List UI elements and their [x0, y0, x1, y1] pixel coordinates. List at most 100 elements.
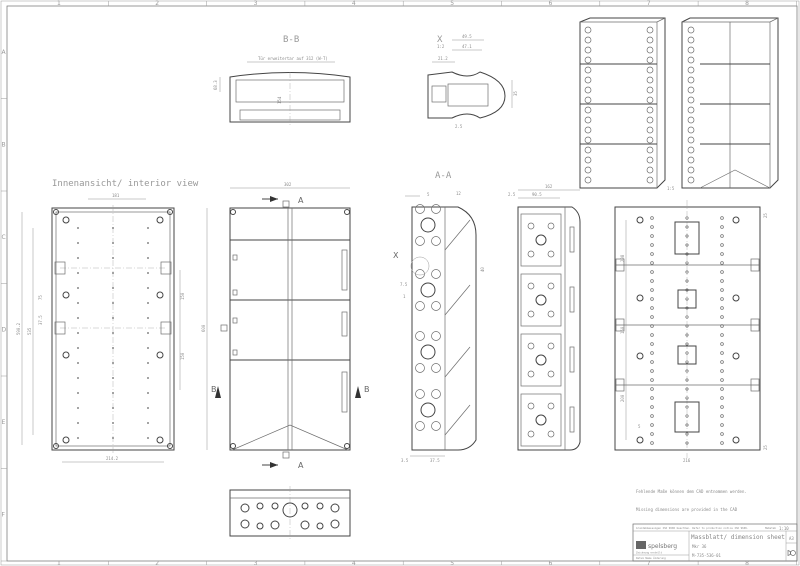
cable-entry — [687, 136, 695, 144]
mounting-hole — [650, 315, 654, 319]
cable-entry — [527, 402, 535, 410]
zone-column-label: 3 — [254, 560, 258, 566]
screw-boss — [636, 216, 644, 224]
cable-entry — [584, 136, 592, 144]
mounting-hole — [77, 242, 79, 244]
cable-entry — [584, 176, 592, 184]
mounting-hole — [720, 252, 724, 256]
iso-label: 1:5 — [667, 186, 675, 191]
cable-entry — [646, 36, 654, 44]
bracket — [750, 258, 760, 272]
bracket — [615, 258, 625, 272]
cable-entry — [646, 106, 654, 114]
zone-column-label: 4 — [352, 560, 356, 566]
zone-column-label: 5 — [450, 560, 454, 566]
zone-column-label: 1 — [57, 0, 61, 7]
cable-entry — [535, 294, 547, 306]
cable-entry — [301, 502, 309, 510]
mounting-hole — [650, 423, 654, 427]
cable-entry — [415, 389, 425, 399]
zone-column-label: 1 — [57, 560, 61, 566]
mounting-hole — [77, 332, 79, 334]
cable-entry — [527, 310, 535, 318]
cable-entry — [316, 502, 324, 510]
mounting-hole — [685, 387, 689, 391]
cut-marker-a-top: A — [298, 196, 304, 205]
dim-aa-d1: 5 — [427, 192, 430, 197]
interior-view-title: Innenansicht/ interior view — [52, 179, 199, 189]
cable-entry — [584, 26, 592, 34]
cable-entry — [687, 96, 695, 104]
mounting-hole — [650, 306, 654, 310]
cable-entry — [535, 354, 547, 366]
mounting-hole — [650, 234, 654, 238]
mounting-hole — [77, 377, 79, 379]
mounting-hole — [147, 392, 149, 394]
mounting-hole — [112, 287, 114, 289]
cable-entry — [330, 519, 340, 529]
dim-rear-d2: 150 — [620, 326, 625, 334]
mounting-hole — [685, 234, 689, 238]
mounting-hole — [650, 225, 654, 229]
detail-x-title: X — [437, 35, 443, 45]
mounting-hole — [685, 441, 689, 445]
cable-entry — [431, 421, 441, 431]
cable-entry — [584, 126, 592, 134]
mounting-hole — [650, 279, 654, 283]
cable-entry — [584, 86, 592, 94]
mounting-hole — [650, 333, 654, 337]
cable-entry — [687, 116, 695, 124]
mounting-hole — [720, 261, 724, 265]
cable-entry — [646, 66, 654, 74]
cable-entry — [584, 56, 592, 64]
corner-screw — [53, 443, 59, 449]
zone-column-label: 6 — [549, 0, 553, 7]
mounting-hole — [147, 332, 149, 334]
mounting-hole — [720, 243, 724, 247]
mounting-hole — [77, 422, 79, 424]
zone-column-label: 5 — [450, 0, 454, 7]
mounting-hole — [147, 257, 149, 259]
mounting-hole — [685, 333, 689, 337]
cable-entry — [420, 402, 436, 418]
mounting-hole — [77, 362, 79, 364]
zone-row-label: C — [2, 234, 6, 241]
screw-boss — [636, 436, 644, 444]
knockout — [674, 221, 700, 255]
mounting-hole — [720, 288, 724, 292]
mounting-hole — [685, 216, 689, 220]
mounting-hole — [685, 279, 689, 283]
mounting-hole — [650, 351, 654, 355]
section-aa-view: A-A 5 12 X 40 7.5 1 3.5 37.5 — [393, 171, 485, 463]
cable-entry — [527, 430, 535, 438]
dim-interior-right1: 150 — [180, 292, 185, 300]
screw-boss — [62, 216, 70, 224]
latch — [569, 226, 575, 253]
cable-entry — [300, 520, 310, 530]
mounting-hole — [650, 297, 654, 301]
mounting-hole — [720, 324, 724, 328]
mounting-hole — [720, 216, 724, 220]
cable-entry — [687, 76, 695, 84]
mounting-hole — [77, 407, 79, 409]
screw-boss — [636, 294, 644, 302]
mounting-hole — [720, 414, 724, 418]
mounting-hole — [720, 342, 724, 346]
mounting-hole — [650, 441, 654, 445]
cable-entry — [687, 146, 695, 154]
rib-line — [444, 284, 471, 316]
section-aa-title: A-A — [435, 171, 452, 181]
zone-row-label: B — [2, 142, 6, 149]
screw-boss — [156, 436, 164, 444]
cable-entry — [687, 126, 695, 134]
cable-entry — [431, 331, 441, 341]
side-view: 162 90.5 2.5 — [508, 184, 581, 451]
dim-interior-pitch1: 75 — [38, 295, 43, 300]
mounting-hole — [77, 287, 79, 289]
screw-boss — [732, 352, 740, 360]
cable-entry — [431, 269, 441, 279]
cable-entry — [240, 503, 250, 513]
sheet-size: A3 — [789, 536, 794, 541]
mounting-hole — [720, 360, 724, 364]
door-detail — [699, 169, 771, 189]
